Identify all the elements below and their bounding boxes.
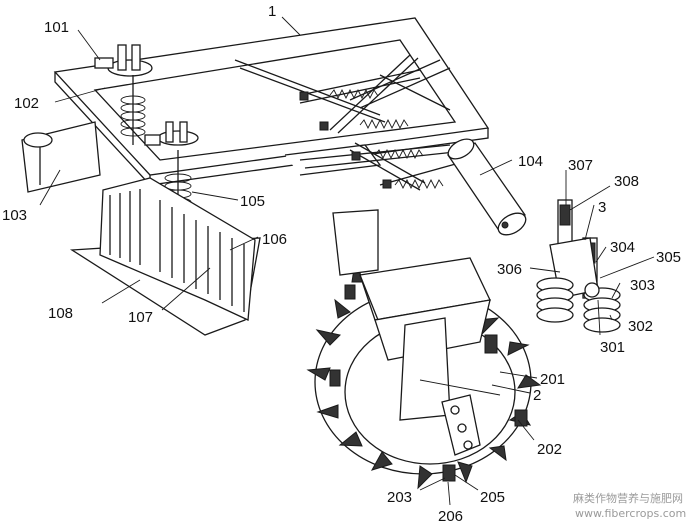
label-305: 305 [656,249,681,266]
label-107: 107 [128,309,153,326]
callout-labels: 1 101 102 103 104 105 106 107 108 201 2 … [2,3,681,525]
leader-lines [39,16,655,506]
label-1: 1 [268,3,276,20]
watermark-line-1: 麻类作物营养与施肥网 [573,491,683,505]
label-304: 304 [610,239,635,256]
label-306: 306 [497,261,522,278]
label-308: 308 [614,173,639,190]
label-102: 102 [14,95,39,112]
label-202: 202 [537,441,562,458]
top-bearing-assembly [94,44,199,146]
watermark: 麻类作物营养与施肥网 www.fibercrops.com [573,491,686,520]
label-206: 206 [438,508,463,525]
label-303: 303 [630,277,655,294]
label-302: 302 [628,318,653,335]
hitch-bracket [21,121,101,193]
label-201: 201 [540,371,565,388]
comb-plate-assembly [69,177,261,336]
label-2: 2 [533,387,541,404]
label-3: 3 [598,199,606,216]
side-disc-unit [536,199,621,333]
label-301: 301 [600,339,625,356]
label-105: 105 [240,193,265,210]
watermark-line-2: www.fibercrops.com [575,507,686,520]
label-101: 101 [44,19,69,36]
label-108: 108 [48,305,73,322]
seed-wheel-assembly [306,209,542,490]
label-103: 103 [2,207,27,224]
main-frame [53,17,490,191]
label-205: 205 [480,489,505,506]
label-203: 203 [387,489,412,506]
label-104: 104 [518,153,543,170]
label-106: 106 [262,231,287,248]
label-307: 307 [568,157,593,174]
roller-cylinder [447,138,527,236]
